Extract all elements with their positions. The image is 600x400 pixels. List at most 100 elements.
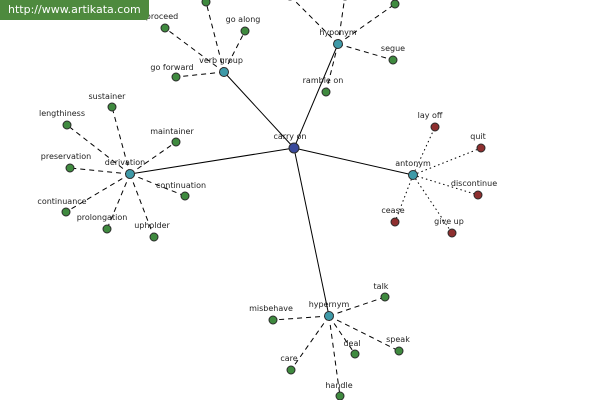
node-dot-handle[interactable] <box>335 391 345 400</box>
edge-derivation-continuation <box>129 173 186 197</box>
node-hyponym-term-3[interactable] <box>390 0 400 9</box>
node-dot-lengthiness[interactable] <box>62 120 72 130</box>
node-dot-segue[interactable] <box>388 55 398 65</box>
node-dot-hypernym[interactable] <box>324 311 334 321</box>
node-deal[interactable]: deal <box>343 339 361 359</box>
node-dot-continuation[interactable] <box>180 191 190 201</box>
node-label-prolongation: prolongation <box>77 213 128 222</box>
node-label-lengthiness: lengthiness <box>39 109 85 118</box>
node-go-along[interactable]: go along <box>226 15 261 36</box>
node-label-hyponym: hyponym <box>319 28 357 37</box>
node-antonym[interactable]: antonym <box>395 159 431 180</box>
node-lay-off[interactable]: lay off <box>418 111 443 132</box>
node-dot-give-up[interactable] <box>447 228 457 238</box>
node-dot-verb-group-term-1[interactable] <box>201 0 211 7</box>
node-discontinue[interactable]: discontinue <box>451 179 497 200</box>
node-dot-carry-on[interactable] <box>288 142 300 154</box>
node-prolongation[interactable]: prolongation <box>77 213 128 234</box>
node-cease[interactable]: cease <box>381 206 405 227</box>
node-label-antonym: antonym <box>395 159 431 168</box>
node-upholder[interactable]: upholder <box>134 221 171 242</box>
node-lengthiness[interactable]: lengthiness <box>39 109 85 130</box>
edge-derivation-maintainer <box>129 141 177 175</box>
edge-verb-group-go-forward <box>175 71 225 78</box>
node-label-misbehave: misbehave <box>249 304 293 313</box>
node-dot-sustainer[interactable] <box>107 102 117 112</box>
node-dot-hyponym[interactable] <box>333 39 343 49</box>
edge-derivation-upholder <box>129 173 155 238</box>
node-go-forward[interactable]: go forward <box>150 63 194 82</box>
node-dot-hyponym-term-3[interactable] <box>390 0 400 9</box>
node-proceed[interactable]: proceed <box>146 12 178 33</box>
node-derivation[interactable]: derivation <box>105 158 145 179</box>
node-dot-speak[interactable] <box>394 346 404 356</box>
node-segue[interactable]: segue <box>381 44 405 65</box>
node-dot-go-forward[interactable] <box>171 72 181 82</box>
node-continuation[interactable]: continuation <box>156 181 206 201</box>
node-dot-prolongation[interactable] <box>102 224 112 234</box>
node-hyponym[interactable]: hyponym <box>319 28 357 49</box>
node-label-maintainer: maintainer <box>150 127 194 136</box>
node-dot-derivation[interactable] <box>125 169 135 179</box>
edge-verb-group-proceed <box>164 27 225 73</box>
node-dot-lay-off[interactable] <box>430 122 440 132</box>
node-talk[interactable]: talk <box>374 282 390 302</box>
node-sustainer[interactable]: sustainer <box>89 92 127 112</box>
node-continuance[interactable]: continuance <box>37 197 87 217</box>
node-dot-antonym[interactable] <box>408 170 418 180</box>
node-label-continuation: continuation <box>156 181 206 190</box>
edge-hyponym-hyponym-term-1 <box>293 0 339 45</box>
node-dot-proceed[interactable] <box>160 23 170 33</box>
node-carry-on[interactable]: carry on <box>274 132 307 154</box>
node-label-go-along: go along <box>226 15 261 24</box>
edge-carry-on-antonym <box>293 147 414 176</box>
node-handle[interactable]: handle <box>325 381 353 400</box>
edge-hyponym-segue <box>337 43 394 61</box>
node-dot-discontinue[interactable] <box>473 190 483 200</box>
node-ramble-on[interactable]: ramble on <box>303 76 344 97</box>
node-dot-deal[interactable] <box>350 349 360 359</box>
edge-hyponym-hyponym-term-2 <box>337 0 345 45</box>
node-label-cease: cease <box>381 206 404 215</box>
node-label-carry-on: carry on <box>274 132 307 141</box>
node-label-care: care <box>280 354 297 363</box>
node-label-segue: segue <box>381 44 405 53</box>
node-dot-preservation[interactable] <box>65 163 75 173</box>
node-label-upholder: upholder <box>134 221 170 230</box>
node-care[interactable]: care <box>280 354 298 375</box>
edge-hypernym-deal <box>328 315 356 355</box>
edge-derivation-preservation <box>69 167 131 175</box>
node-dot-verb-group[interactable] <box>219 67 229 77</box>
node-hypernym[interactable]: hypernym <box>309 300 350 321</box>
edges-layer <box>65 0 482 397</box>
nodes-layer: carry on verb group hyponym derivation anton… <box>37 0 497 400</box>
edge-carry-on-derivation <box>129 147 295 175</box>
node-misbehave[interactable]: misbehave <box>249 304 293 325</box>
node-label-quit: quit <box>470 132 486 141</box>
node-dot-cease[interactable] <box>390 217 400 227</box>
node-dot-upholder[interactable] <box>149 232 159 242</box>
node-verb-group[interactable]: verb group <box>199 56 243 77</box>
node-verb-group-term-1[interactable] <box>201 0 211 7</box>
node-dot-maintainer[interactable] <box>171 137 181 147</box>
node-dot-ramble-on[interactable] <box>321 87 331 97</box>
node-label-proceed: proceed <box>146 12 178 21</box>
edge-derivation-prolongation <box>106 173 131 230</box>
node-speak[interactable]: speak <box>386 335 410 356</box>
node-label-derivation: derivation <box>105 158 145 167</box>
edge-hypernym-handle <box>328 315 341 397</box>
node-label-continuance: continuance <box>37 197 86 206</box>
node-preservation[interactable]: preservation <box>41 152 91 173</box>
node-dot-quit[interactable] <box>476 143 486 153</box>
node-label-deal: deal <box>343 339 360 348</box>
node-dot-care[interactable] <box>286 365 296 375</box>
node-quit[interactable]: quit <box>470 132 486 153</box>
node-dot-go-along[interactable] <box>240 26 250 36</box>
edge-derivation-sustainer <box>111 106 131 175</box>
node-dot-misbehave[interactable] <box>268 315 278 325</box>
node-maintainer[interactable]: maintainer <box>150 127 194 147</box>
node-give-up[interactable]: give up <box>434 217 464 238</box>
node-dot-talk[interactable] <box>380 292 390 302</box>
node-dot-continuance[interactable] <box>61 207 71 217</box>
